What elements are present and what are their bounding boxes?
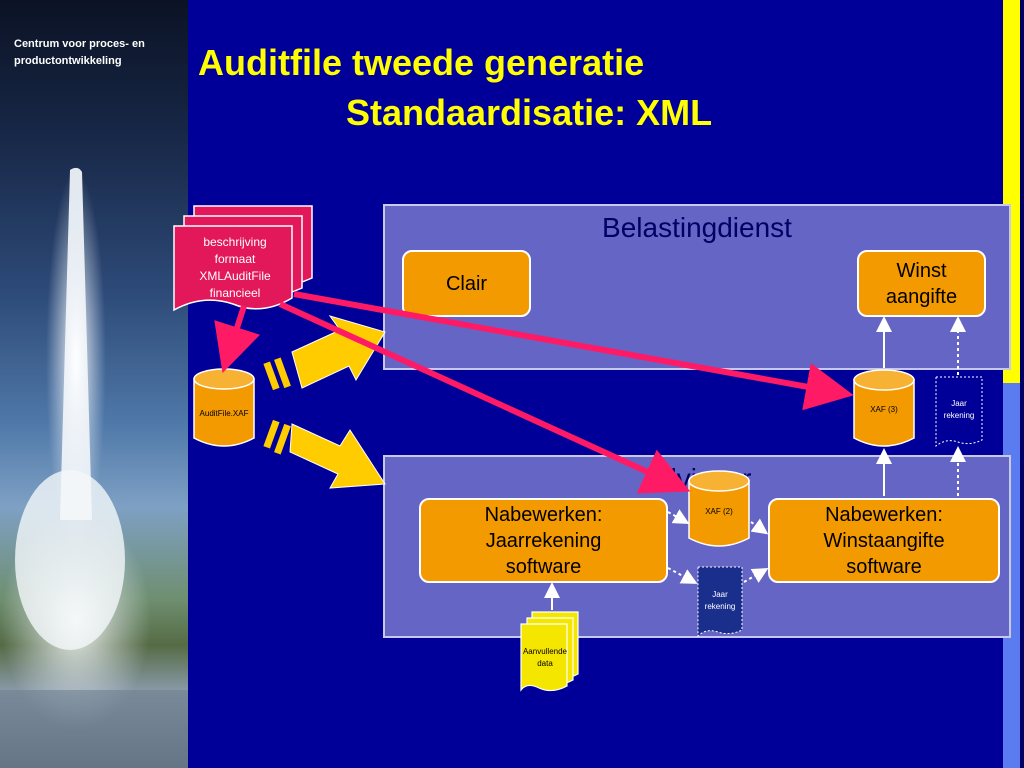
geyser-illustration — [0, 167, 188, 768]
xaf2-label: XAF (2) — [705, 507, 733, 516]
xaf3-cylinder — [853, 369, 915, 447]
winst-aangifte-box: Winst aangifte — [857, 250, 986, 317]
jaar-rekening-mid-label: Jaar rekening — [704, 590, 736, 611]
arrow-jaar-software-to-xaf2 — [667, 509, 690, 524]
nabewerken-jaarrekening-box: Nabewerken: Jaarrekening software — [419, 498, 668, 583]
auditfile-label: AuditFile.XAF — [199, 409, 249, 418]
page-subtitle: Standaardisatie: XML — [346, 92, 713, 133]
arrow-jaar-doc-to-winst-software — [743, 568, 769, 583]
xaf3-label: XAF (3) — [870, 405, 898, 414]
xaf2-cylinder — [688, 470, 750, 547]
jaar-rekening-top-label: Jaar rekening — [943, 399, 975, 420]
page-title: Auditfile tweede generatie — [198, 42, 645, 83]
clair-box: Clair — [402, 250, 531, 317]
jaar-rekening-top-doc — [935, 376, 983, 448]
geyser-image: Centrum voor proces- en productontwikkel… — [0, 0, 188, 768]
aanvullende-data-label: Aanvullende data — [522, 647, 568, 668]
spec-document-stack — [173, 205, 313, 312]
arrow-xaf2-to-winst-software — [750, 518, 769, 535]
red-arrow-to-xaf3 — [293, 291, 854, 411]
jaar-rekening-mid-doc — [697, 566, 743, 638]
nabewerken-winstaangifte-box: Nabewerken: Winstaangifte software — [768, 498, 1000, 583]
belastingdienst-label: Belastingdienst — [602, 212, 792, 243]
right-edge-strip — [1020, 0, 1024, 768]
spec-document-label: beschrijving formaat XMLAuditFile financ… — [199, 235, 271, 300]
auditfile-cylinder — [193, 368, 255, 447]
red-arrow-to-xaf2 — [278, 301, 691, 494]
yellow-arrow-bottom — [263, 419, 386, 489]
organization-name: Centrum voor proces- en productontwikkel… — [14, 38, 145, 67]
arrow-jaar-software-to-jaar-doc — [667, 567, 698, 584]
red-arrow-to-auditfile — [214, 305, 261, 374]
aanvullende-data-stack — [520, 611, 579, 692]
